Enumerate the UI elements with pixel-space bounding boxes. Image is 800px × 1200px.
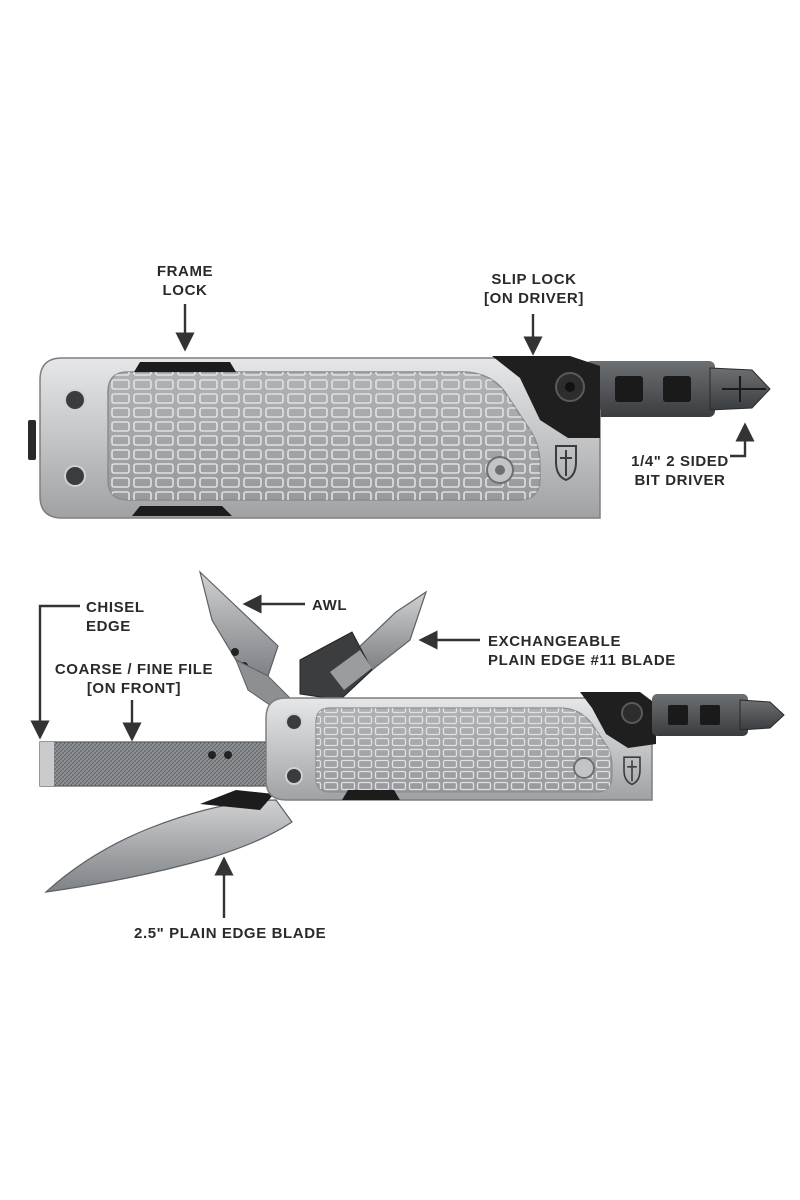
label-bit-driver: 1/4" 2 SIDED BIT DRIVER [625, 452, 735, 490]
label-file-line1: COARSE / FINE FILE [54, 661, 214, 678]
frame-lock-bottom [132, 506, 232, 516]
label-main-blade: 2.5" PLAIN EDGE BLADE [134, 924, 326, 943]
bit-driver [585, 361, 771, 417]
screw-top-left [64, 389, 86, 411]
label-frame-lock: FRAME LOCK [145, 262, 225, 300]
label-exchangeable-blade: EXCHANGEABLE PLAIN EDGE #11 BLADE [488, 632, 676, 670]
label-bit-driver-line2: BIT DRIVER [634, 472, 726, 489]
arrow-chisel-edge [30, 604, 80, 740]
label-awl: AWL [312, 596, 347, 615]
label-file-line2: [ON FRONT] [86, 680, 182, 697]
label-chisel-edge-line2: EDGE [86, 618, 131, 635]
label-exchangeable-blade-line1: EXCHANGEABLE [488, 633, 622, 650]
frame-lock-top [134, 362, 236, 372]
exchangeable-blade [355, 590, 428, 671]
label-chisel-edge-line1: CHISEL [86, 599, 145, 616]
label-exchangeable-blade-line2: PLAIN EDGE #11 BLADE [488, 652, 676, 669]
screw-bottom-left [64, 465, 86, 487]
label-slip-lock: SLIP LOCK [ON DRIVER] [474, 270, 594, 308]
main-blade [44, 799, 293, 893]
lanyard-slot [28, 420, 36, 460]
gerber-logo-icon [555, 445, 577, 482]
label-bit-driver-line1: 1/4" 2 SIDED [631, 453, 729, 470]
label-main-blade-line1: 2.5" PLAIN EDGE BLADE [134, 925, 327, 942]
label-slip-lock-line1: SLIP LOCK [491, 271, 577, 288]
label-slip-lock-line2: [ON DRIVER] [484, 290, 584, 307]
label-chisel-edge: CHISEL EDGE [86, 598, 145, 636]
phillips-bit-icon [739, 699, 785, 731]
pivot-screw-icon [555, 372, 585, 402]
label-awl-line1: AWL [312, 597, 348, 614]
label-file: COARSE / FINE FILE [ON FRONT] [54, 660, 214, 698]
blade-holder [299, 631, 373, 701]
closed-multitool [28, 356, 771, 519]
coarse-fine-file [39, 741, 271, 787]
open-multitool [39, 570, 785, 893]
label-frame-lock-line2: LOCK [162, 282, 208, 299]
gerber-logo-icon [623, 756, 641, 786]
arrow-bit-driver [730, 422, 755, 458]
label-frame-lock-line1: FRAME [156, 263, 214, 280]
callout-arrows [30, 304, 755, 918]
